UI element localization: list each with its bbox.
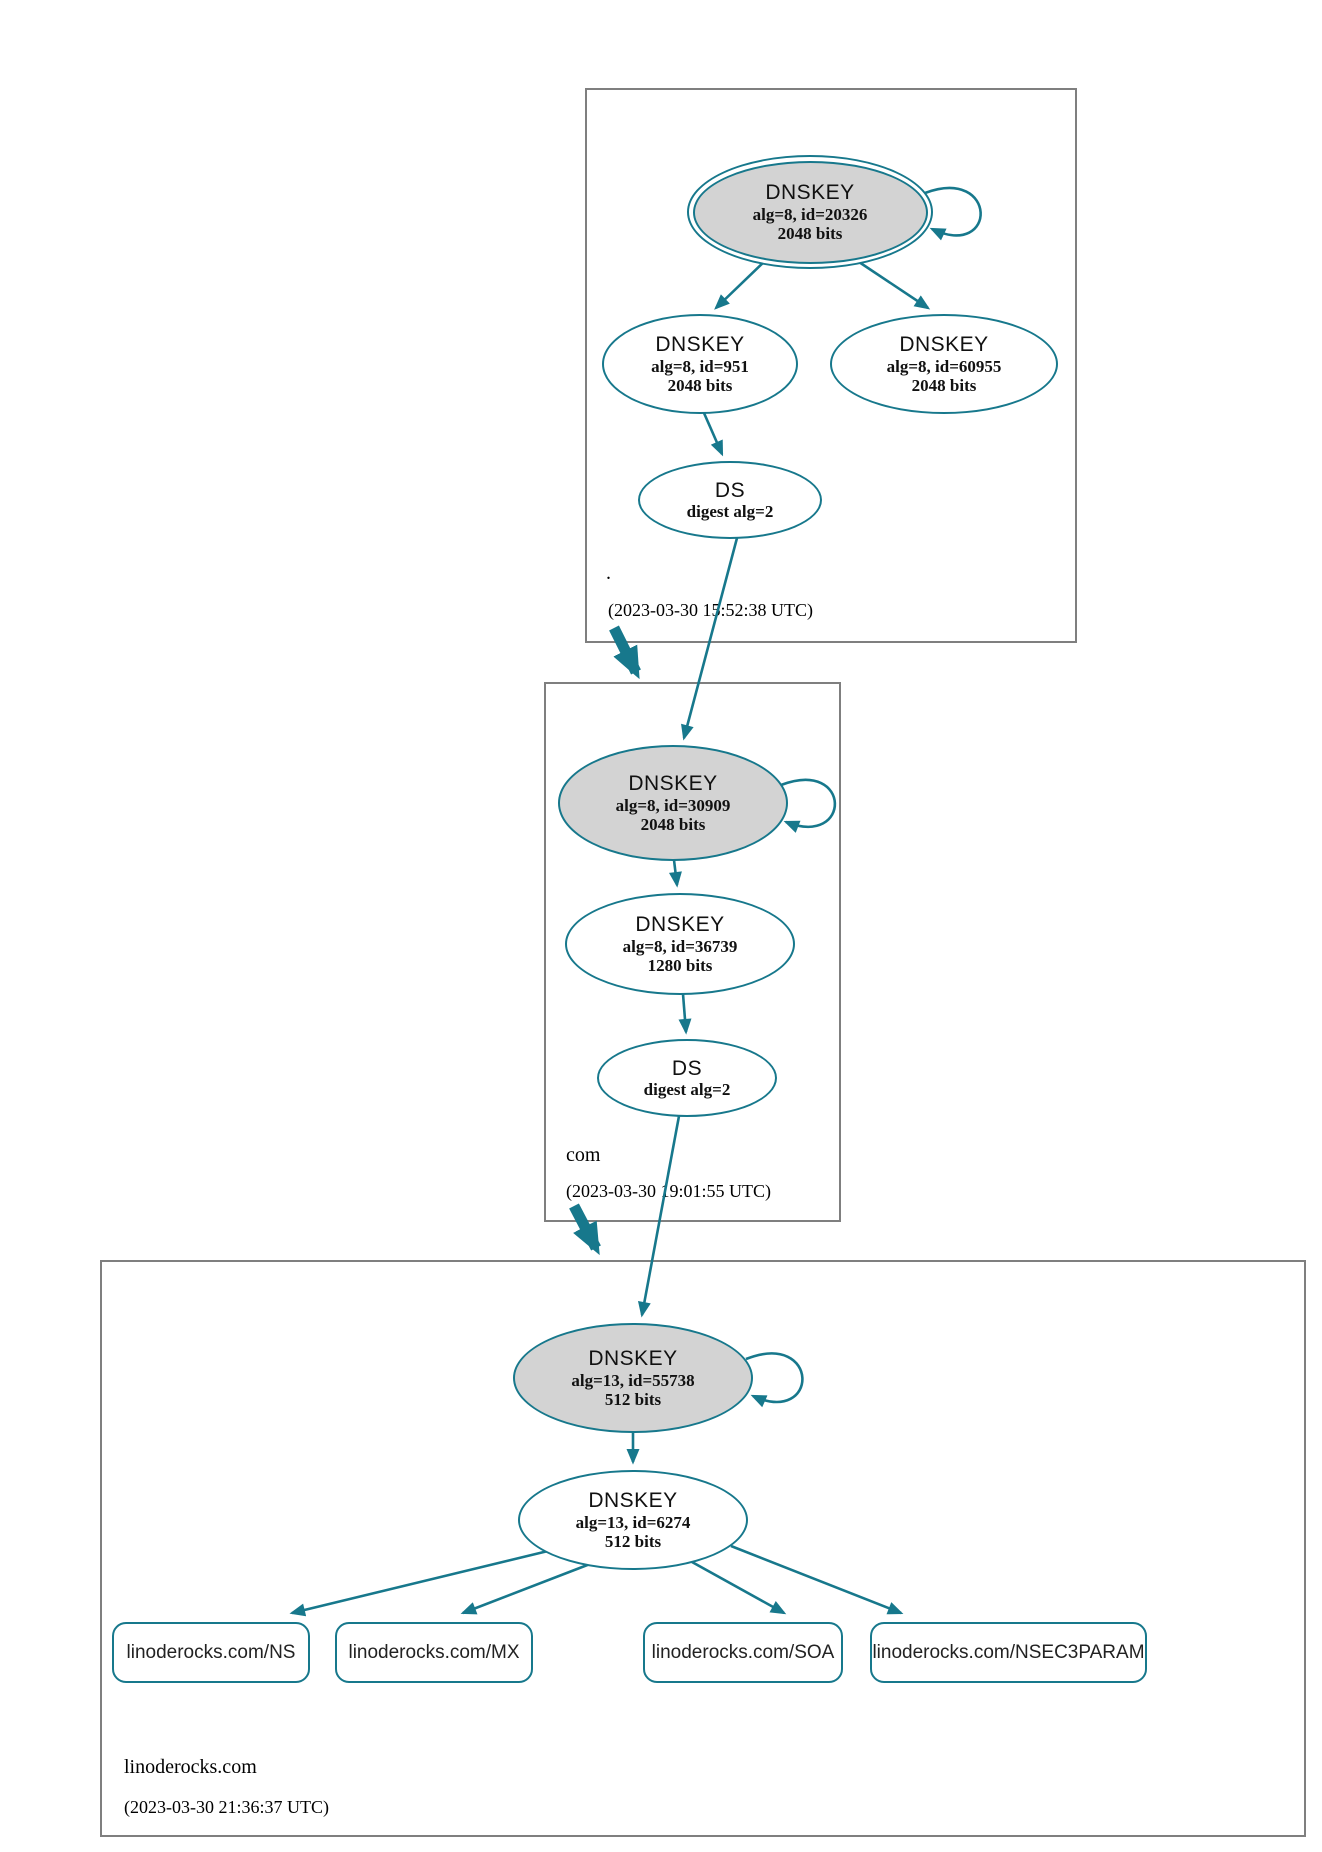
node-bits: 1280 bits (647, 955, 713, 975)
node-bits: 2048 bits (777, 223, 843, 243)
node-title: DS (714, 478, 746, 502)
dnskey-node-root-zsk2[interactable]: DNSKEY alg=8, id=60955 2048 bits (830, 314, 1058, 414)
rrset-node-ns[interactable]: linoderocks.com/NS (112, 1622, 310, 1683)
edge-zonecut-root-to-com (609, 625, 641, 680)
ds-node-com[interactable]: DS digest alg=2 (597, 1039, 777, 1117)
edge-com-ds-to-lino-ksk (637, 1115, 681, 1318)
node-bits: 512 bits (604, 1389, 662, 1409)
edge-com-ksk-selfloop (780, 778, 837, 833)
node-title: DNSKEY (628, 772, 718, 796)
node-bits: 2048 bits (911, 375, 977, 395)
node-detail: digest alg=2 (643, 1080, 731, 1100)
node-detail: alg=8, id=20326 (752, 204, 868, 224)
edge-lino-zsk-to-mx (460, 1562, 591, 1615)
zone-timestamp-root: (2023-03-30 15:52:38 UTC) (608, 600, 813, 620)
node-title: DS (671, 1056, 703, 1080)
zone-label-root: . (606, 562, 611, 584)
ds-node-root[interactable]: DS digest alg=2 (638, 461, 822, 539)
node-title: DNSKEY (899, 333, 989, 357)
node-detail: alg=13, id=6274 (575, 1512, 691, 1532)
edge-root-ksk-selfloop (924, 186, 982, 241)
node-bits: 2048 bits (667, 375, 733, 395)
node-detail: alg=13, id=55738 (571, 1370, 695, 1390)
zone-timestamp-com: (2023-03-30 19:01:55 UTC) (566, 1181, 771, 1201)
node-detail: alg=8, id=951 (651, 356, 749, 376)
edge-root-zsk1-to-ds (702, 412, 724, 457)
edge-lino-ksk-selfloop (745, 1352, 804, 1408)
edge-zonecut-com-to-lino (569, 1203, 601, 1256)
rrset-node-mx[interactable]: linoderocks.com/MX (335, 1622, 533, 1683)
node-title: DNSKEY (588, 1347, 678, 1371)
dnskey-node-lino-ksk[interactable]: DNSKEY alg=13, id=55738 512 bits (513, 1323, 753, 1433)
zone-label-linoderocks: linoderocks.com (124, 1756, 257, 1778)
edge-root-ksk-to-zsk1 (714, 257, 769, 310)
zone-label-com: com (566, 1144, 601, 1166)
rrset-node-nsec3param[interactable]: linoderocks.com/NSEC3PARAM (870, 1622, 1147, 1683)
edge-lino-zsk-to-soa (691, 1560, 787, 1615)
dnskey-node-root-zsk1[interactable]: DNSKEY alg=8, id=951 2048 bits (602, 314, 798, 414)
node-detail: alg=8, id=60955 (886, 356, 1002, 376)
node-title: DNSKEY (635, 913, 725, 937)
dnskey-node-com-ksk[interactable]: DNSKEY alg=8, id=30909 2048 bits (558, 745, 788, 861)
dnskey-node-com-zsk[interactable]: DNSKEY alg=8, id=36739 1280 bits (565, 893, 795, 995)
node-detail: digest alg=2 (686, 502, 774, 522)
node-bits: 2048 bits (640, 814, 706, 834)
edge-lino-zsk-to-nsec3param (730, 1544, 904, 1615)
edge-root-ds-to-com-ksk (681, 537, 739, 741)
node-title: DNSKEY (588, 1489, 678, 1513)
node-detail: alg=8, id=30909 (615, 795, 731, 815)
node-title: DNSKEY (655, 333, 745, 357)
edge-lino-zsk-to-ns (289, 1549, 549, 1617)
edge-root-ksk-to-zsk2 (852, 256, 931, 310)
node-bits: 512 bits (604, 1531, 662, 1551)
node-title: DNSKEY (765, 181, 855, 205)
zone-timestamp-linoderocks: (2023-03-30 21:36:37 UTC) (124, 1797, 329, 1817)
edge-com-zsk-to-ds (678, 993, 692, 1035)
rrset-node-soa[interactable]: linoderocks.com/SOA (643, 1622, 843, 1683)
edge-com-ksk-to-zsk (668, 859, 682, 888)
dnskey-node-lino-zsk[interactable]: DNSKEY alg=13, id=6274 512 bits (518, 1470, 748, 1570)
dnskey-node-root-ksk[interactable]: DNSKEY alg=8, id=20326 2048 bits (687, 155, 933, 269)
node-detail: alg=8, id=36739 (622, 936, 738, 956)
